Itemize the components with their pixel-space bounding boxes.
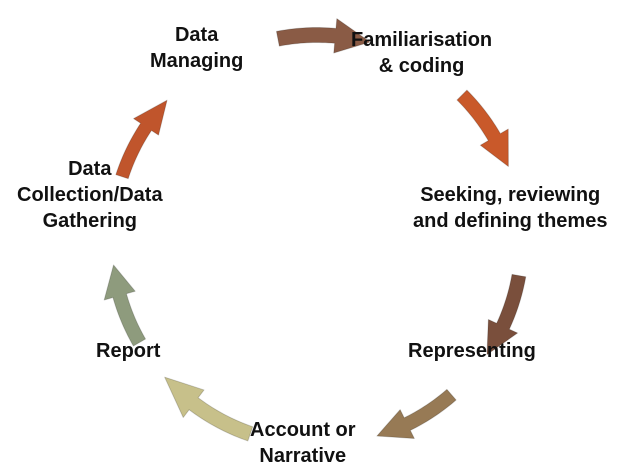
arrow-seeking-themes-to-representing-icon bbox=[486, 273, 527, 356]
stage-seeking-themes-line-1: Seeking, reviewing bbox=[420, 184, 601, 206]
stage-data-collection-gathering: Data Collection/Data Gathering bbox=[17, 156, 163, 234]
stage-representing-line-1: Representing bbox=[408, 340, 536, 362]
stage-familiarisation-coding: Familiarisation & coding bbox=[351, 27, 492, 79]
stage-data-managing: Data Managing bbox=[150, 22, 243, 74]
stage-familiarisation-line-1: Familiarisation bbox=[351, 29, 493, 51]
arrow-data-managing-to-familiarisation-icon bbox=[275, 18, 371, 54]
arrow-data-collection-to-data-managing-icon bbox=[115, 99, 168, 180]
arrow-report-to-data-collection-icon bbox=[103, 264, 147, 347]
arrow-familiarisation-to-seeking-themes-icon bbox=[456, 89, 509, 168]
stage-seeking-themes-line-2: and defining themes bbox=[413, 210, 608, 232]
stage-representing: Representing bbox=[408, 338, 536, 364]
arrow-representing-to-account-icon bbox=[376, 388, 457, 440]
stage-data-managing-line-2: Managing bbox=[150, 50, 244, 72]
arrow-account-to-report-icon bbox=[164, 376, 254, 442]
stage-report-line-1: Report bbox=[96, 340, 161, 362]
stage-account-line-1: Account or bbox=[250, 419, 356, 441]
stage-data-managing-line-1: Data bbox=[174, 24, 219, 46]
stage-data-collection-line-1: Data bbox=[68, 158, 112, 180]
stage-account-line-2: Narrative bbox=[259, 445, 347, 467]
stage-report: Report bbox=[96, 338, 160, 364]
stage-seeking-reviewing-defining-themes: Seeking, reviewing and defining themes bbox=[413, 182, 607, 234]
stage-data-collection-line-3: Gathering bbox=[42, 210, 138, 232]
stage-account-or-narrative: Account or Narrative bbox=[250, 417, 356, 469]
stage-familiarisation-line-2: & coding bbox=[378, 55, 465, 77]
stage-data-collection-line-2: Collection/Data bbox=[17, 184, 163, 206]
